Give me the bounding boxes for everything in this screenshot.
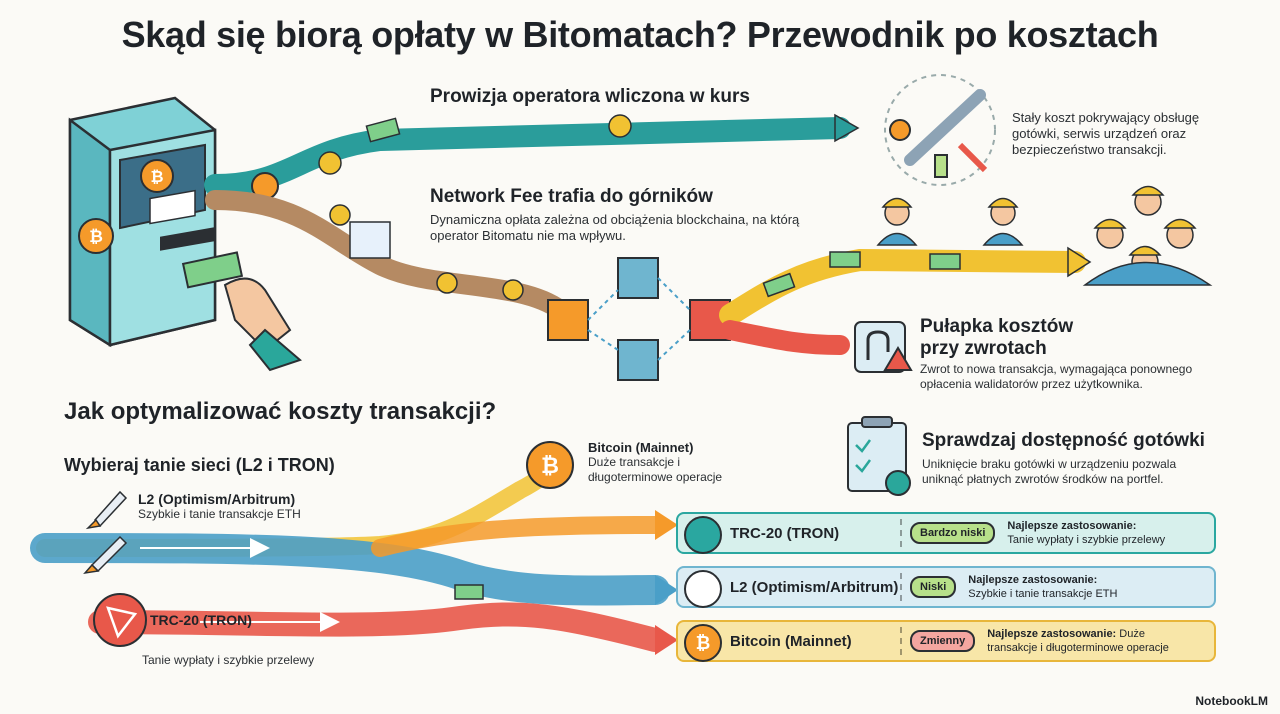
- miners-group: [876, 185, 1213, 286]
- operator-coin: [608, 114, 632, 138]
- cash-desc: Uniknięcie braku gotówki w urządzeniu po…: [922, 457, 1177, 486]
- row-name: Bitcoin (Mainnet): [730, 632, 852, 650]
- best-text: Duże transakcje i długoterminowe operacj…: [987, 628, 1169, 654]
- best-label: Najlepsze zastosowanie:: [968, 574, 1098, 586]
- atm-side-coin: [78, 218, 114, 254]
- optimize-subheading: Wybieraj tanie sieci (L2 i TRON): [64, 455, 335, 475]
- atm-screen-coin-symbol: ₿: [150, 167, 163, 186]
- btc-coin-icon: [526, 441, 574, 489]
- input-tron: TRC-20 (TRON): [150, 612, 252, 628]
- input-btc: Bitcoin (Mainnet) Duże transakcje i dług…: [588, 440, 758, 485]
- input-l2-desc: Szybkie i tanie transakcje ETH: [138, 507, 301, 521]
- comparison-rows: TRC-20 (TRON) Bardzo niski Najlepsze zas…: [676, 512, 1216, 662]
- best-text: Szybkie i tanie transakcje ETH: [968, 588, 1118, 600]
- btc-row-icon: ₿: [684, 624, 722, 662]
- input-l2-title: L2 (Optimism/Arbitrum): [138, 491, 296, 507]
- tron-icon-glyph: [106, 606, 138, 639]
- row-tron: TRC-20 (TRON) Bardzo niski Najlepsze zas…: [676, 512, 1216, 554]
- tron-icon: [93, 593, 147, 647]
- network-desc: Dynamiczna opłata zależna od obciążenia …: [430, 212, 800, 243]
- arbitrum-row-icon: [684, 570, 722, 608]
- input-btc-desc: Duże transakcje i długoterminowe operacj…: [588, 455, 723, 484]
- miners-cash-c: [762, 272, 796, 298]
- optimize-heading: Jak optymalizować koszty transakcji?: [64, 398, 497, 425]
- operator-flow: [204, 117, 851, 196]
- tools-icon: [884, 74, 996, 186]
- sleeve: [248, 328, 302, 372]
- input-btc-title: Bitcoin (Mainnet): [588, 440, 694, 455]
- brand-footer: NotebookLM: [1195, 694, 1268, 708]
- refund-flow: [720, 320, 850, 355]
- row-btc: ₿ Bitcoin (Mainnet) Zmienny Najlepsze za…: [676, 620, 1216, 662]
- network-coin-b: [436, 272, 458, 294]
- fee-badge: Niski: [910, 576, 957, 598]
- row-name: L2 (Optimism/Arbitrum): [730, 578, 899, 596]
- row-l2: L2 (Optimism/Arbitrum) Niski Najlepsze z…: [676, 566, 1216, 608]
- row-name: TRC-20 (TRON): [730, 524, 840, 542]
- blockchain-cubes: [547, 257, 731, 381]
- bottom-flows: [30, 456, 678, 655]
- cash-heading: Sprawdzaj dostępność gotówki: [922, 430, 1205, 451]
- cash-note: [181, 251, 244, 289]
- network-coin-c: [502, 279, 524, 301]
- input-l2: L2 (Optimism/Arbitrum) Szybkie i tanie t…: [138, 491, 301, 522]
- refund-heading: Pułapka kosztów przy zwrotach: [920, 316, 1074, 359]
- best-text: Tanie wypłaty i szybkie przelewy: [1007, 534, 1166, 546]
- receipt-icon: [349, 221, 391, 259]
- page-title: Skąd się biorą opłaty w Bitomatach? Prze…: [121, 14, 1159, 55]
- fee-badge: Zmienny: [910, 630, 976, 652]
- refund-desc: Zwrot to nowa transakcja, wymagająca pon…: [920, 362, 1193, 391]
- miners-flow-arrowhead: [1067, 246, 1092, 278]
- rocket-icon: [83, 490, 128, 575]
- checklist-icon: [847, 416, 911, 496]
- best-label: Najlepsze zastosowanie:: [987, 628, 1117, 640]
- input-tron-desc: Tanie wypłaty i szybkie przelewy: [142, 653, 315, 667]
- tron-row-icon: [684, 516, 722, 554]
- input-tron-title: TRC-20 (TRON): [150, 612, 252, 628]
- fee-badge: Bardzo niski: [910, 522, 996, 544]
- best-label: Najlepsze zastosowanie:: [1007, 520, 1137, 532]
- operator-cash: [365, 117, 401, 143]
- btc-coin-symbol: ₿: [541, 454, 559, 479]
- operator-desc: Stały koszt pokrywający obsługę gotówki,…: [1012, 110, 1200, 157]
- atm-side-coin-symbol: ₿: [89, 227, 103, 247]
- network-heading: Network Fee trafia do górników: [430, 186, 713, 207]
- refund-warning-icon: [854, 321, 913, 373]
- miners-cash-a: [829, 251, 861, 268]
- miners-cash-b: [929, 253, 961, 270]
- network-coin-a: [329, 204, 351, 226]
- operator-flow-arrowhead: [834, 113, 860, 143]
- flow-coin-a: [318, 151, 342, 175]
- operator-heading: Prowizja operatora wliczona w kurs: [430, 86, 750, 107]
- atm-screen-coin: [140, 159, 174, 193]
